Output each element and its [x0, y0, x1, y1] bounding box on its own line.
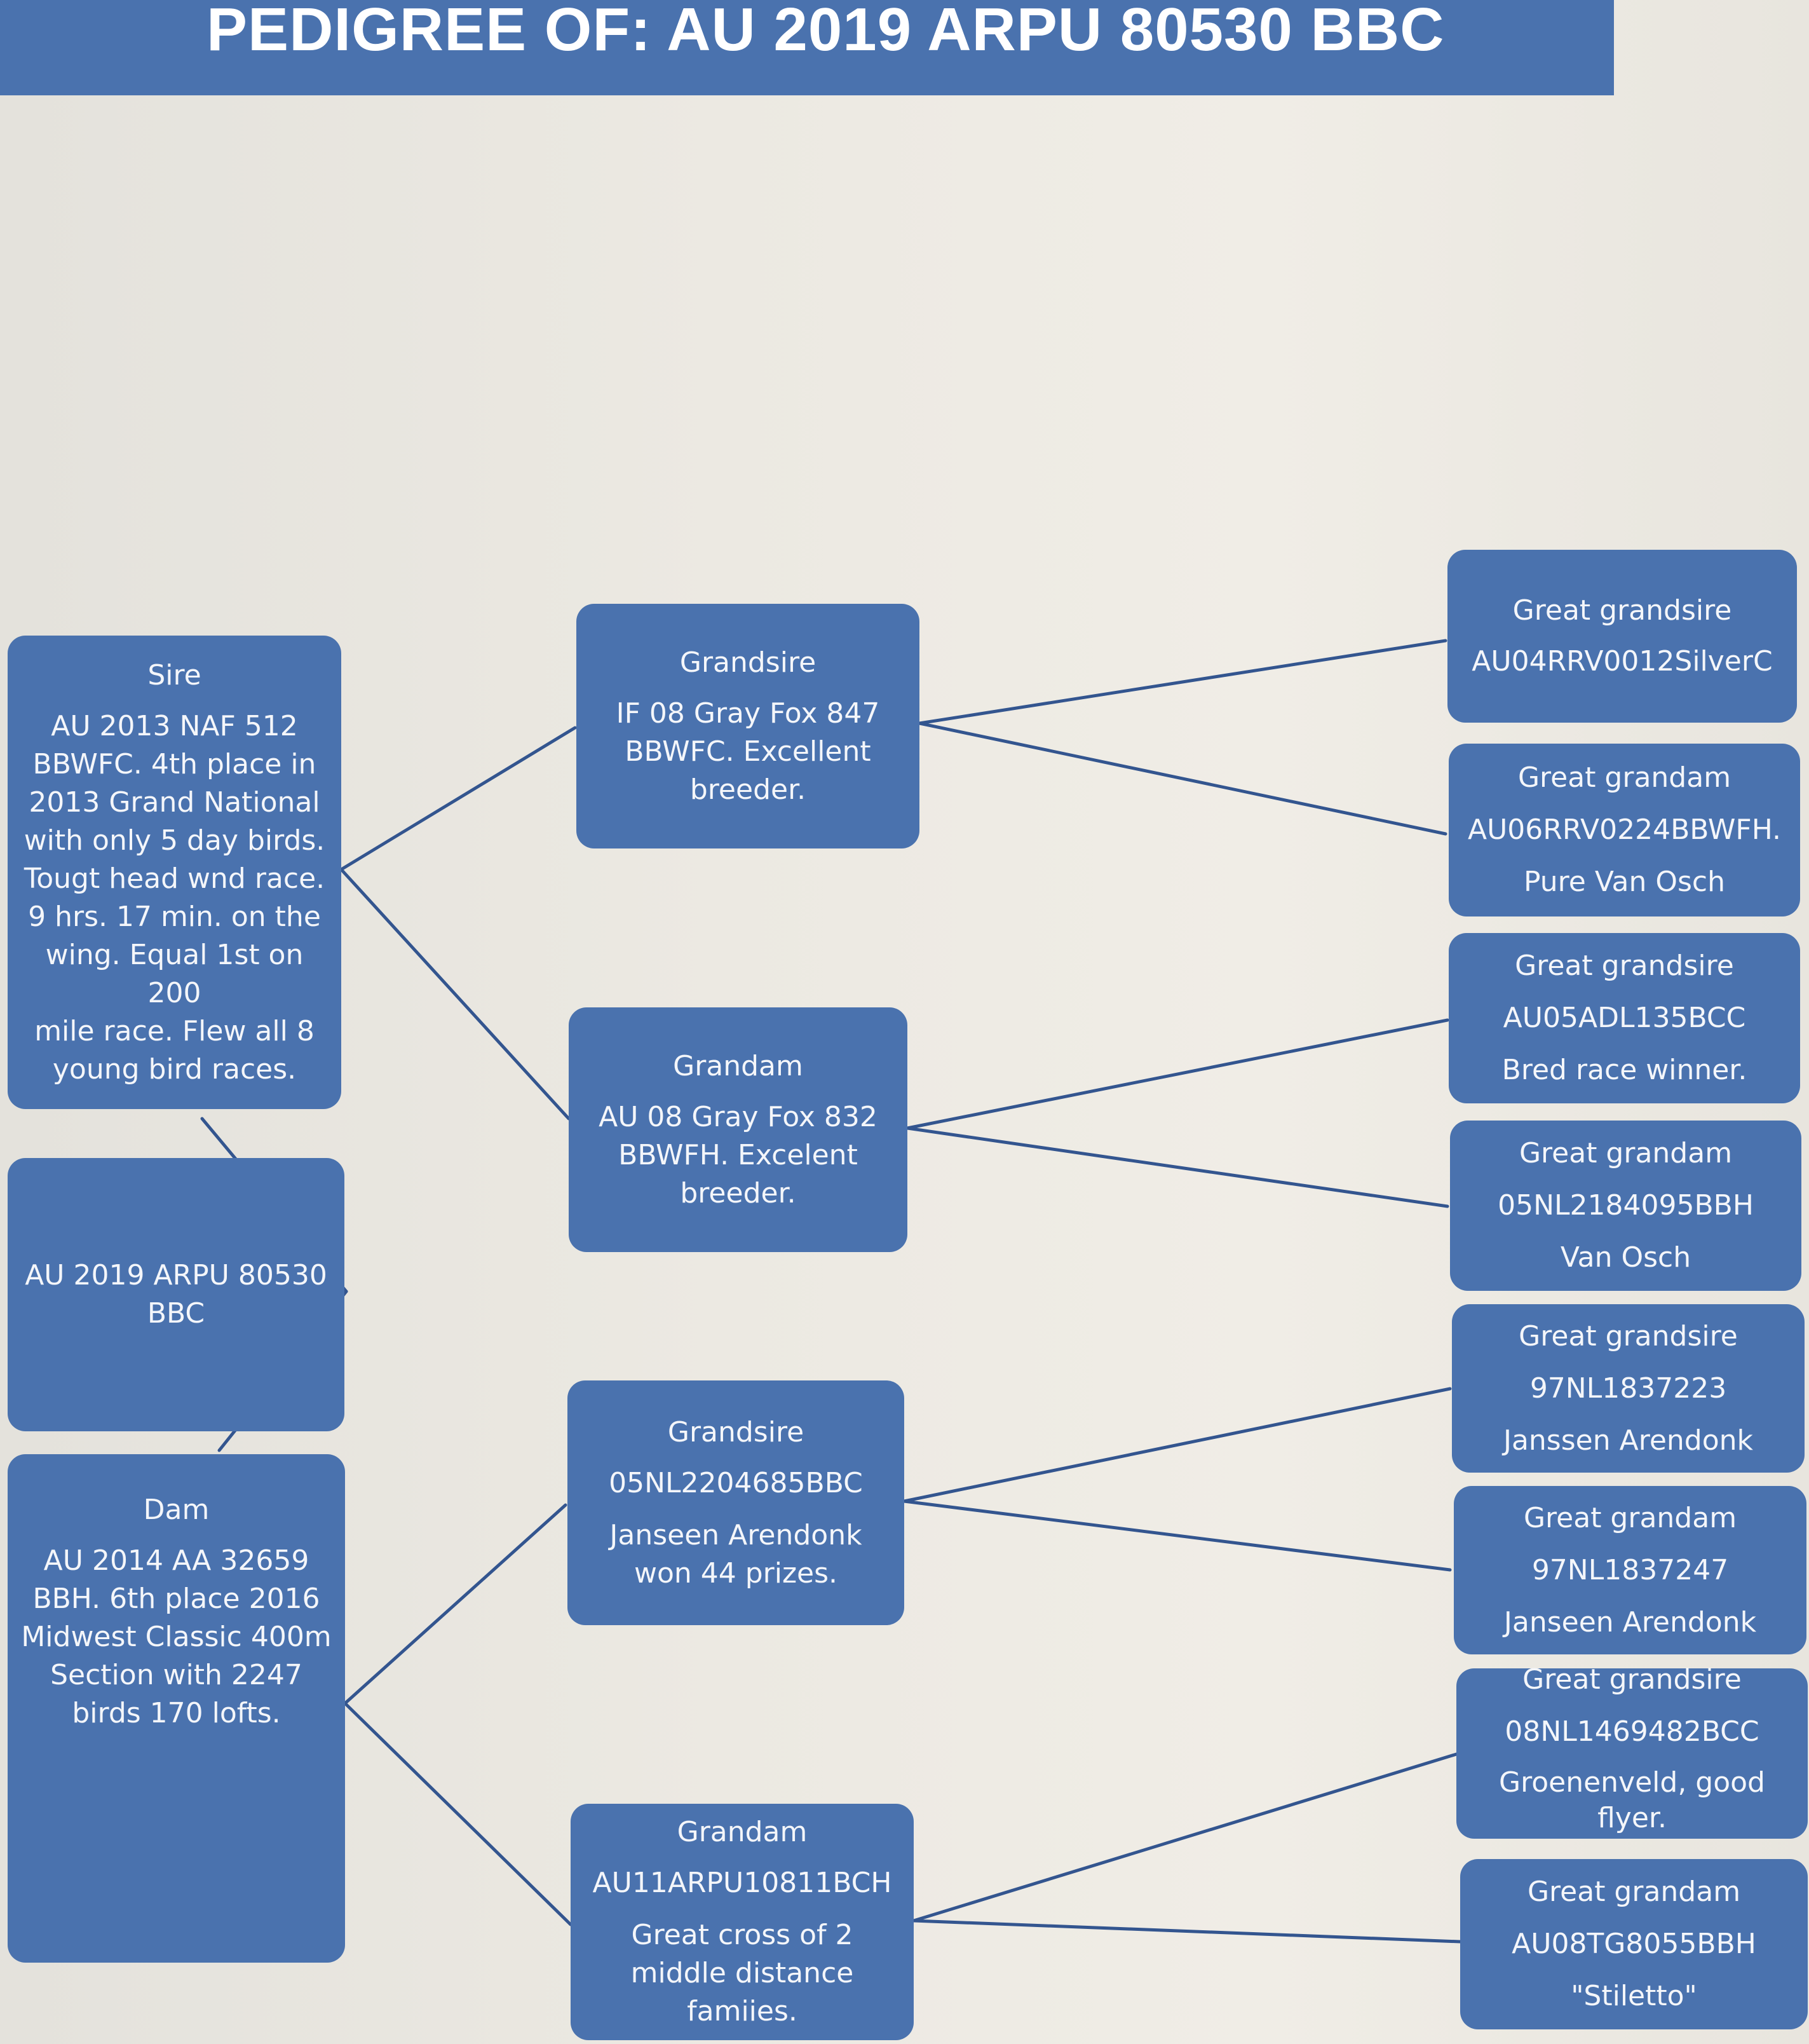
connector-dam-grandsire — [343, 1503, 567, 1705]
great-grandparent-box: Great grandsire AU04RRV0012SilverC — [1447, 550, 1797, 723]
sire-line: AU 2013 NAF 512 — [51, 709, 298, 742]
connector-gp3-ggd — [902, 1499, 1452, 1572]
grandparent-id: AU 08 Gray Fox 832 — [599, 1100, 877, 1133]
grandparent-id: 05NL2204685BBC — [609, 1466, 863, 1499]
great-grandparent-box: Great grandam 97NL1837247 Janseen Arendo… — [1454, 1486, 1806, 1654]
grandparent-box: Grandsire IF 08 Gray Fox 847 BBWFC. Exce… — [576, 604, 919, 848]
dam-line: birds 170 lofts. — [72, 1697, 281, 1729]
great-grandparent-role: Great grandsire — [1512, 594, 1732, 627]
great-grandparent-role: Great grandsire — [1515, 950, 1734, 982]
grandparent-box: Grandsire 05NL2204685BBC Janseen Arendon… — [567, 1380, 904, 1625]
grandparent-role: Grandam — [673, 1049, 803, 1082]
great-grandparent-note: Janseen Arendonk — [1503, 1605, 1757, 1639]
great-grandparent-box: Great grandam AU06RRV0224BBWFH. Pure Van… — [1449, 744, 1800, 916]
sire-line: BBWFC. 4th place in — [32, 747, 316, 780]
sire-line: with only 5 day birds. — [24, 824, 325, 857]
connector-gp2-ggd — [905, 1126, 1449, 1208]
connector-gp1-ggd — [918, 721, 1447, 836]
great-grandparent-id: AU04RRV0012SilverC — [1472, 645, 1773, 678]
connector-gp4-ggd — [912, 1919, 1462, 1944]
subject-line: AU 2019 ARPU 80530 — [25, 1259, 327, 1291]
great-grandparent-role: Great grandsire — [1519, 1319, 1738, 1352]
connector-gp1-ggs — [918, 639, 1447, 725]
dam-line: Section with 2247 — [50, 1659, 302, 1691]
sire-line: 2013 Grand National — [29, 786, 320, 819]
connector-gp4-ggs — [912, 1752, 1458, 1923]
great-grandparent-box: Great grandam 05NL2184095BBH Van Osch — [1450, 1121, 1801, 1291]
subject-box: AU 2019 ARPU 80530 BBC — [8, 1158, 344, 1431]
sire-box: Sire AU 2013 NAF 512 BBWFC. 4th place in… — [8, 636, 341, 1109]
sire-line: Tougt head wnd race. — [24, 862, 325, 895]
great-grandparent-box: Great grandsire 97NL1837223 Janssen Aren… — [1452, 1304, 1805, 1473]
sire-line: 9 hrs. 17 min. on the — [28, 900, 321, 933]
great-grandparent-note: Groenenveld, good flyer. — [1499, 1766, 1765, 1834]
great-grandparent-role: Great grandam — [1523, 1501, 1737, 1534]
great-grandparent-box: Great grandsire 08NL1469482BCC Groenenve… — [1456, 1663, 1808, 1839]
connector-sire-grandsire — [339, 726, 577, 871]
great-grandparent-note: Janssen Arendonk — [1503, 1424, 1753, 1457]
great-grandparent-box: Great grandam AU08TG8055BBH "Stiletto" — [1460, 1859, 1808, 2029]
dam-line: Midwest Classic 400m — [21, 1621, 332, 1653]
dam-line: BBH. 6th place 2016 — [32, 1583, 320, 1615]
sire-line: mile race. Flew all 8 — [34, 1014, 315, 1047]
great-grandparent-box: Great grandsire AU05ADL135BCC Bred race … — [1449, 933, 1800, 1103]
great-grandparent-id: AU05ADL135BCC — [1503, 1002, 1746, 1034]
connector-sire-grandam — [339, 868, 571, 1121]
great-grandparent-id: AU08TG8055BBH — [1512, 1928, 1756, 1960]
grandparent-role: Grandsire — [679, 646, 816, 679]
grandparent-role: Grandsire — [667, 1415, 804, 1448]
great-grandparent-role: Great grandam — [1519, 1137, 1733, 1169]
title-banner: PEDIGREE OF: AU 2019 ARPU 80530 BBC — [0, 0, 1614, 95]
connector-dam-grandam — [343, 1701, 573, 1926]
grandparent-box: Grandam AU11ARPU10811BCH Great cross of … — [571, 1804, 914, 2040]
great-grandparent-role: Great grandam — [1517, 761, 1731, 794]
dam-line: AU 2014 AA 32659 — [43, 1544, 309, 1577]
great-grandparent-id: 97NL1837247 — [1531, 1553, 1729, 1586]
grandparent-id: AU11ARPU10811BCH — [592, 1867, 892, 1899]
great-grandparent-id: 05NL2184095BBH — [1498, 1189, 1754, 1222]
great-grandparent-role: Great grandam — [1527, 1876, 1741, 1908]
subject-line: BBC — [147, 1297, 205, 1330]
great-grandparent-note: Bred race winner. — [1501, 1054, 1747, 1086]
great-grandparent-note: Van Osch — [1560, 1241, 1691, 1274]
grandparent-role: Grandam — [677, 1816, 808, 1848]
connector-gp2-ggs — [905, 1018, 1449, 1130]
dam-label: Dam — [143, 1494, 210, 1526]
sire-line: young bird races. — [52, 1053, 297, 1086]
sire-label: Sire — [147, 658, 201, 692]
connector-gp3-ggs — [902, 1387, 1452, 1503]
dam-box: Dam AU 2014 AA 32659 BBH. 6th place 2016… — [8, 1454, 345, 1963]
great-grandparent-note: Pure Van Osch — [1524, 866, 1725, 898]
grandparent-note: BBWFC. Excellent breeder. — [625, 735, 871, 806]
great-grandparent-id: 97NL1837223 — [1529, 1372, 1727, 1405]
great-grandparent-id: AU06RRV0224BBWFH. — [1467, 814, 1782, 846]
great-grandparent-id: 08NL1469482BCC — [1505, 1715, 1759, 1748]
grandparent-id: IF 08 Gray Fox 847 — [616, 697, 880, 730]
grandparent-note: Great cross of 2 middle distance famiies… — [630, 1919, 854, 2027]
grandparent-box: Grandam AU 08 Gray Fox 832 BBWFH. Excele… — [569, 1007, 907, 1252]
grandparent-note: Janseen Arendonk won 44 prizes. — [609, 1518, 862, 1590]
sire-line: wing. Equal 1st on 200 — [45, 938, 304, 1009]
page-title: PEDIGREE OF: AU 2019 ARPU 80530 BBC — [207, 0, 1445, 64]
grandparent-note: BBWFH. Excelent breeder. — [618, 1138, 858, 1209]
great-grandparent-note: "Stiletto" — [1571, 1980, 1697, 2012]
great-grandparent-role: Great grandsire — [1522, 1663, 1742, 1696]
